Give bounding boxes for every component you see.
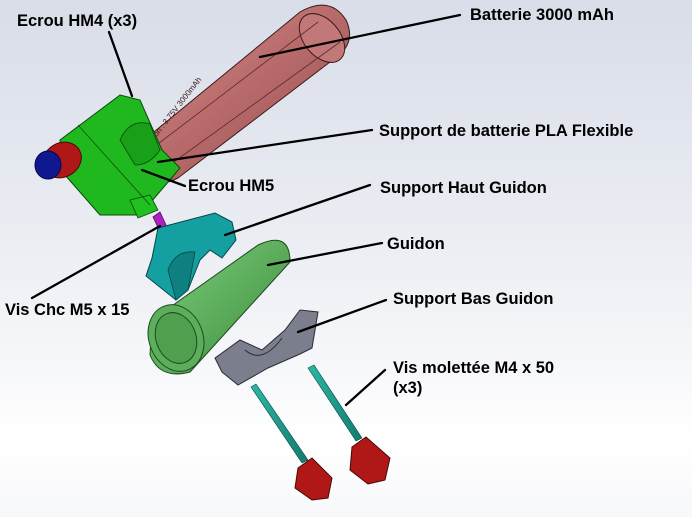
leader-lines xyxy=(30,13,462,407)
label-guidon: Guidon xyxy=(387,235,445,253)
knob-part xyxy=(34,141,82,180)
label-support-batterie: Support de batterie PLA Flexible xyxy=(379,122,634,140)
label-support-haut: Support Haut Guidon xyxy=(380,179,547,197)
lower-support-part xyxy=(214,309,319,386)
upper-support-part xyxy=(145,212,237,301)
thumb-screw-2 xyxy=(307,364,391,485)
leader-vis-molettee xyxy=(344,368,387,407)
label-vis-molettee: Vis molettée M4 x 50 (x3) xyxy=(393,359,555,397)
leader-support-bas xyxy=(296,298,388,334)
label-batterie: Batterie 3000 mAh xyxy=(470,6,614,24)
handlebar-part xyxy=(147,239,291,375)
label-support-bas: Support Bas Guidon xyxy=(393,290,554,308)
label-ecrou-hm4: Ecrou HM4 (x3) xyxy=(17,12,138,30)
leader-ecrou-hm4 xyxy=(107,30,134,98)
battery-holder-part xyxy=(59,94,181,219)
leader-batterie xyxy=(258,13,462,59)
leader-support-haut xyxy=(223,183,372,237)
label-vis-chc: Vis Chc M5 x 15 xyxy=(5,301,130,319)
leader-ecrou-hm5 xyxy=(140,168,187,188)
thumb-screw-1 xyxy=(250,383,333,501)
label-ecrou-hm5: Ecrou HM5 xyxy=(188,177,275,195)
leader-vis-chc xyxy=(30,224,162,300)
leader-guidon xyxy=(266,241,384,267)
leader-support-batterie xyxy=(156,128,374,164)
